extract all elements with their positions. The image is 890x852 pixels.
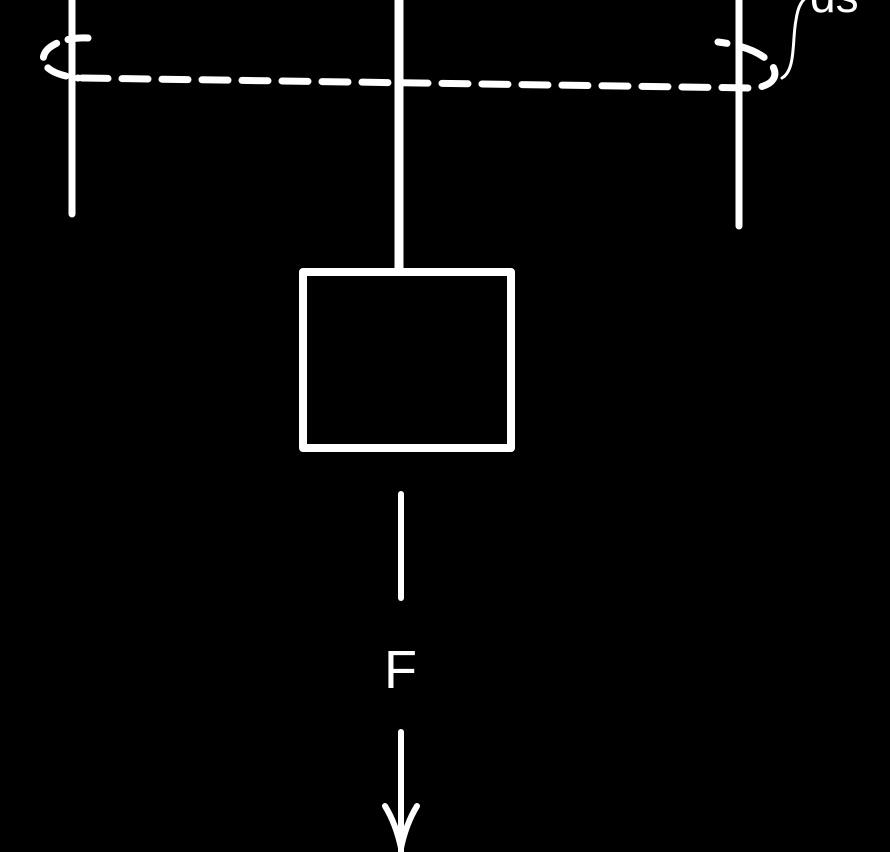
ds-leader-line	[780, 0, 806, 80]
force-label: F	[384, 640, 417, 700]
ds-label: ds	[810, 0, 859, 22]
force-arrowhead	[382, 803, 420, 851]
dashed-loop-left-end	[39, 34, 92, 82]
dashed-loop	[78, 38, 779, 92]
mass-box	[299, 268, 515, 452]
